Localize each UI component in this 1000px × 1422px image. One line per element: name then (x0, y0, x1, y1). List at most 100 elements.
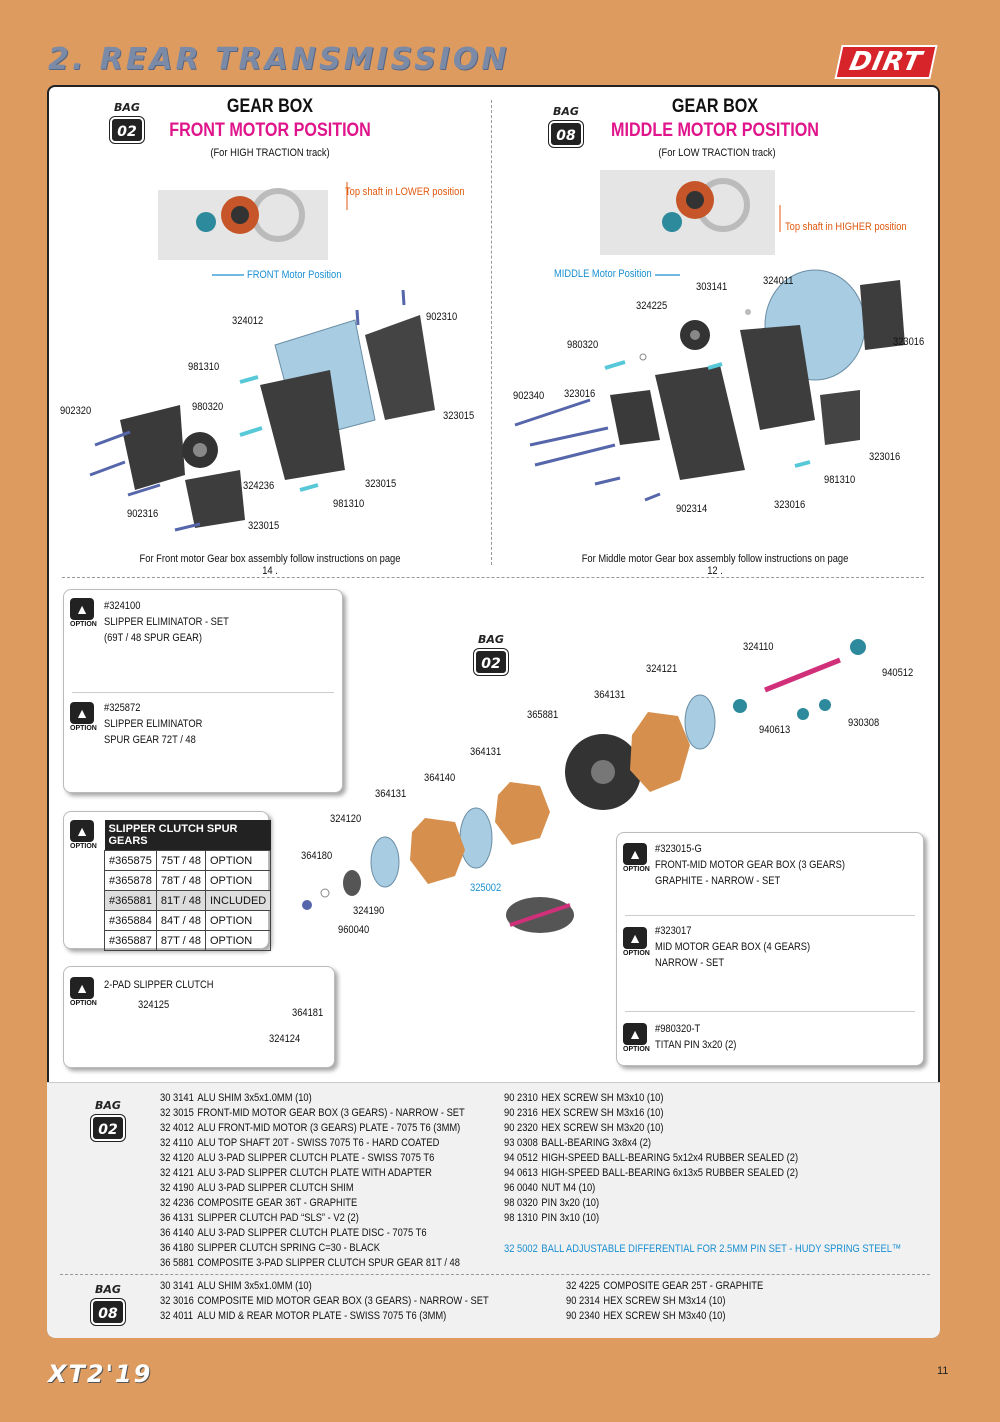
part-label: 981310 (188, 361, 220, 373)
bag-02-badge-slipper: BAG 02 (472, 630, 510, 675)
front-position-label: FRONT Motor Position (247, 269, 342, 281)
page-title: 2. REAR TRANSMISSION (48, 42, 510, 77)
horizontal-divider (62, 577, 924, 578)
part-label: 981310 (333, 498, 365, 510)
part-label: 980320 (192, 401, 224, 413)
option-separator (625, 1011, 915, 1012)
spur-gear-options: ▲OPTION SLIPPER CLUTCH SPUR GEARS #36587… (63, 811, 272, 951)
part-label: 364180 (301, 850, 333, 862)
part-label: 324225 (636, 300, 668, 312)
part-label: 324110 (743, 641, 774, 653)
middle-gearbox-title: GEAR BOX (671, 96, 759, 117)
part-label: 365881 (527, 709, 559, 721)
bag-02-badge-parts: BAG 02 (89, 1096, 127, 1141)
parts-list (47, 1082, 940, 1338)
part-label: 324124 (269, 1033, 301, 1045)
part-label: 902320 (60, 405, 92, 417)
part-label: 324125 (138, 999, 170, 1011)
middle-motor-photo (600, 170, 781, 276)
middle-footer-note: For Middle motor Gear box assembly follo… (581, 553, 849, 577)
part-label: 324190 (353, 905, 385, 917)
bag-02-badge-front: BAG 02 (108, 98, 146, 143)
part-label: 324121 (646, 663, 678, 675)
part-label: 902310 (426, 311, 458, 323)
slipper-exploded (302, 639, 866, 933)
part-label: 324012 (232, 315, 264, 327)
option-thumb-icon: ▲OPTION (70, 702, 97, 732)
model-logo: XT2'19 (48, 1360, 153, 1388)
diff-part-label: 325002 (470, 882, 502, 894)
part-label: 323016 (869, 451, 901, 463)
option-thumb-icon: ▲OPTION (623, 927, 650, 957)
part-label: 324120 (330, 813, 362, 825)
option-thumb-icon: ▲OPTION (70, 820, 97, 850)
option-thumb-icon: ▲OPTION (70, 598, 97, 628)
part-label: 323016 (893, 336, 925, 348)
front-gearbox-note: (For HIGH TRACTION track) (210, 147, 330, 159)
option-thumb-icon: ▲OPTION (623, 1023, 650, 1053)
part-label: 364131 (470, 746, 502, 758)
part-label: 323016 (564, 388, 596, 400)
part-label: 364131 (594, 689, 626, 701)
page-number: 11 (937, 1365, 949, 1377)
front-motor-photo (158, 182, 348, 276)
option-separator (625, 915, 915, 916)
middle-gearbox-note: (For LOW TRACTION track) (658, 147, 776, 159)
parts-divider (60, 1274, 930, 1275)
part-label: 303141 (696, 281, 728, 293)
part-label: 902340 (513, 390, 545, 402)
part-label: 323016 (774, 499, 806, 511)
option-thumb-icon: ▲OPTION (623, 843, 650, 873)
part-label: 902314 (676, 503, 708, 515)
front-gearbox-subtitle: FRONT MOTOR POSITION (169, 120, 371, 141)
bag-08-badge: BAG 08 (547, 102, 585, 147)
part-label: 980320 (567, 339, 599, 351)
part-label: 940512 (882, 667, 914, 679)
part-label: 960040 (338, 924, 370, 936)
bag-08-badge-parts: BAG 08 (89, 1280, 127, 1325)
middle-position-label: MIDDLE Motor Position (554, 268, 652, 280)
front-gearbox-exploded (89, 289, 435, 532)
part-label: 323015 (248, 520, 280, 532)
part-label: 902316 (127, 508, 159, 520)
option-separator (72, 692, 334, 693)
part-label: 364131 (375, 788, 407, 800)
part-label: 324236 (243, 480, 275, 492)
part-label: 981310 (824, 474, 856, 486)
